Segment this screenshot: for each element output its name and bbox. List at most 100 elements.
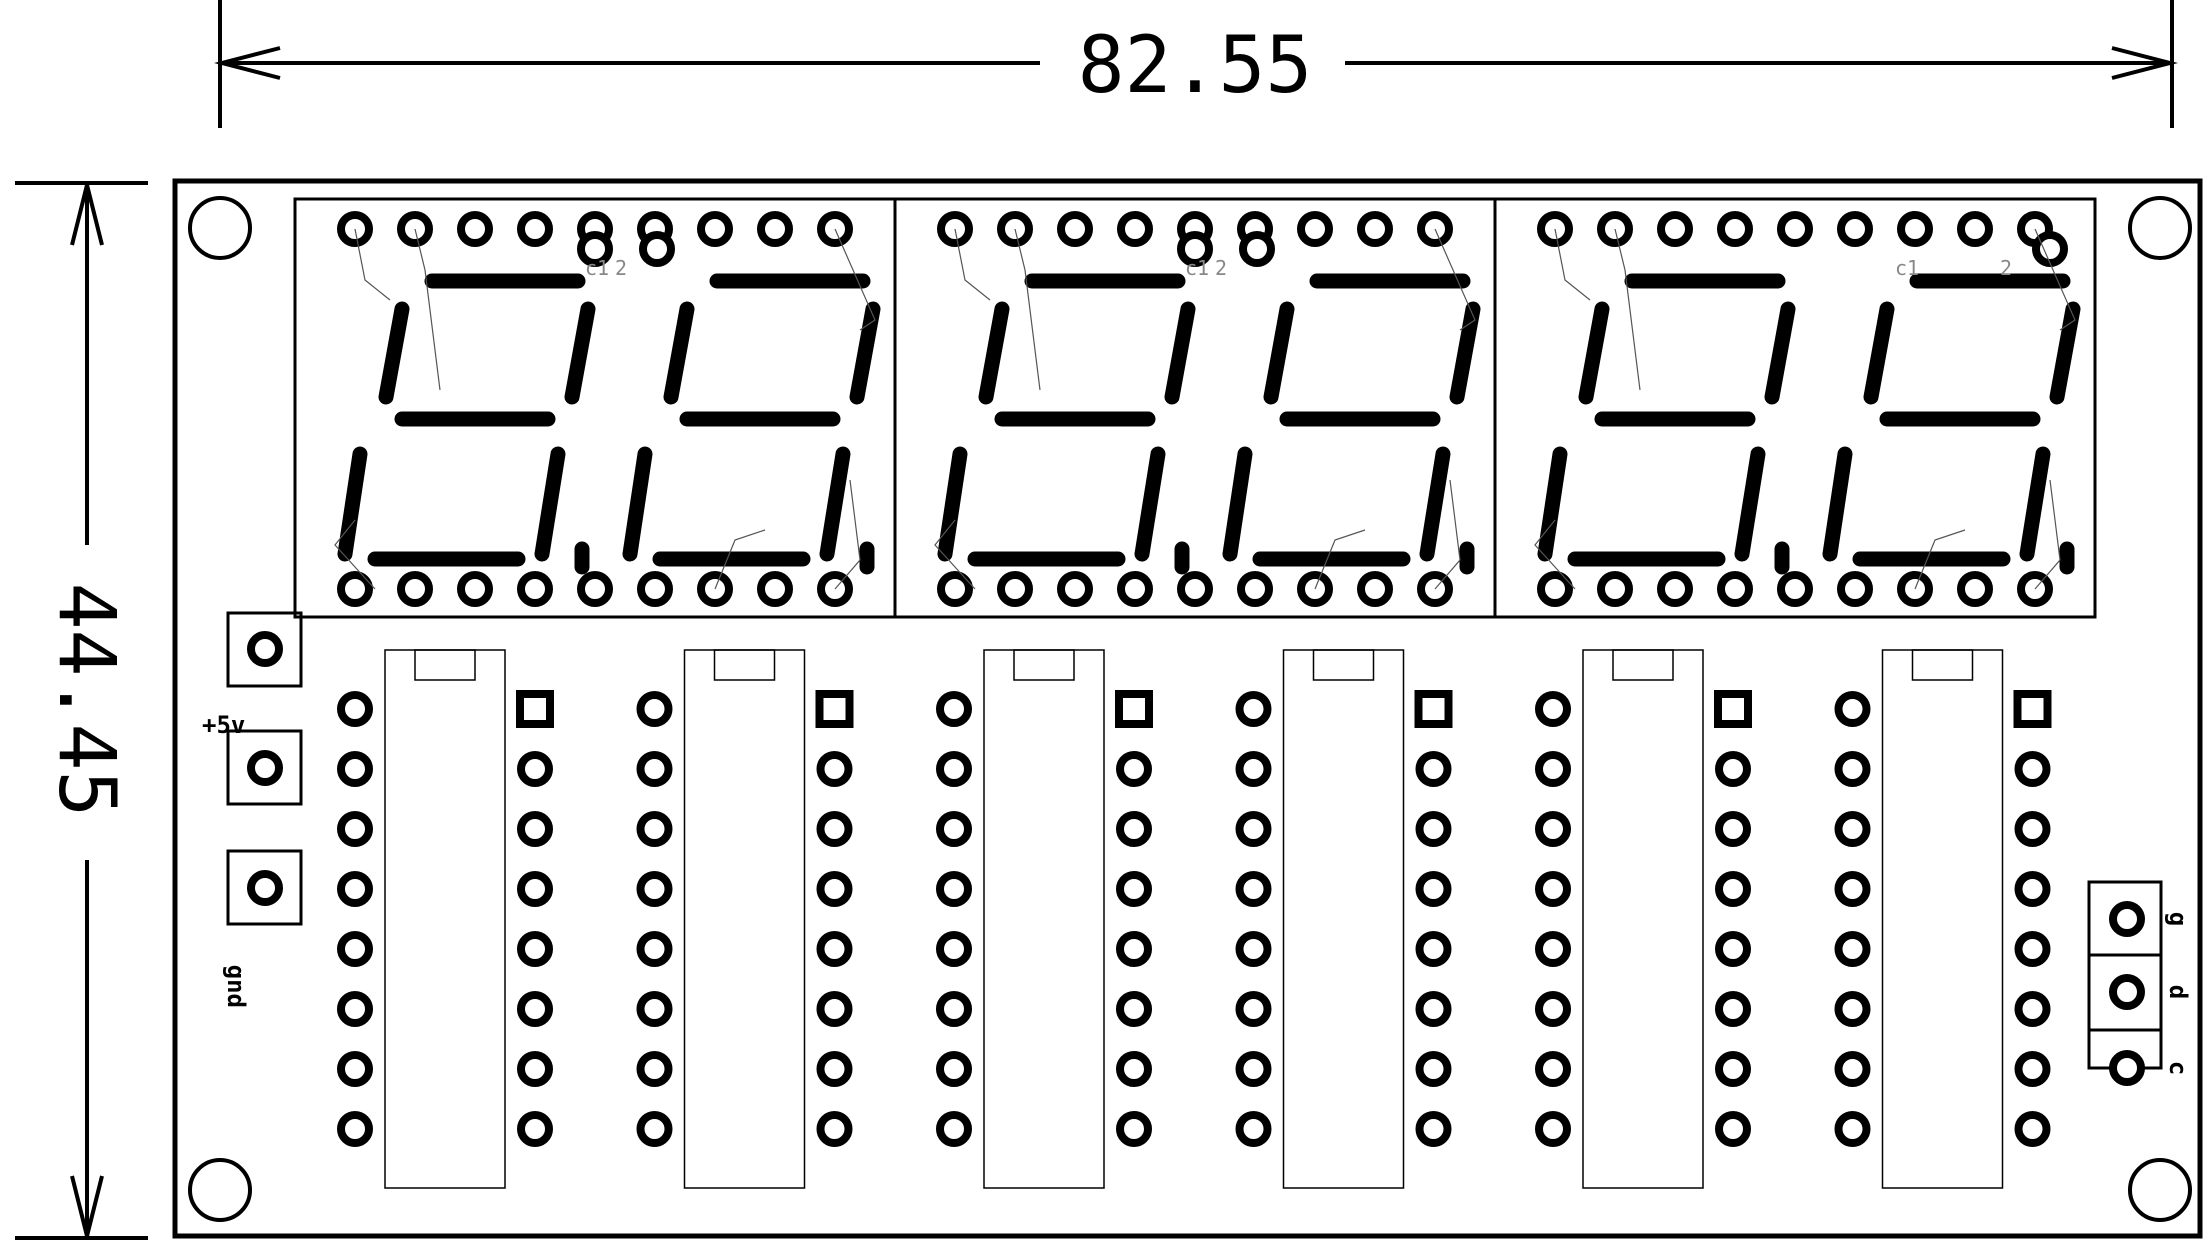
trace [714,529,766,590]
plus-5v-label: +5v [202,711,245,739]
segment [663,301,695,405]
trace [1434,228,1476,331]
height-dimension-label: 44.45 [41,583,131,818]
display-pin [757,211,793,247]
display-pin [397,571,433,607]
trace [1434,479,1461,590]
trace [934,519,976,590]
segment [819,446,851,562]
display-pin [637,571,673,607]
ic-pin [936,691,972,727]
segment [378,301,410,405]
ic-pin [337,811,373,847]
ic-pin [517,871,553,907]
ic-socket [636,649,854,1189]
ic-pin [816,931,853,967]
ic-pin [1235,811,1272,847]
display-pin [1357,571,1393,607]
ic-pin [337,691,373,727]
segment [1419,446,1451,562]
ic-pin [936,991,972,1027]
ic-pin [1116,751,1152,787]
display-pin [1057,571,1093,607]
ic-notch [1013,649,1075,681]
connector-label-g: g [2164,912,2192,926]
ic-pin [517,811,553,847]
ic-pin [1535,1051,1571,1087]
display-pin [1837,211,1873,247]
ic-notch [1312,649,1375,681]
mount-hole [188,1158,252,1222]
display-pin [577,231,613,267]
display-pin [337,571,373,607]
trace [954,228,991,301]
segment [1537,446,1568,562]
ic-pin [517,991,553,1027]
ic-pin-1 [2013,690,2052,728]
ic-pin [1116,871,1152,907]
ic-pin [936,871,972,907]
ic-pin [936,811,972,847]
ic-pin [1535,751,1571,787]
power-pad [247,870,283,906]
display-pin [997,571,1033,607]
ic-pin-1 [516,690,554,728]
ic-pin [816,871,853,907]
segment [2019,446,2051,562]
ic-pin [936,1051,972,1087]
segment [1764,301,1796,405]
ic-pin [816,811,853,847]
trace [334,519,376,590]
display-pin [937,571,973,607]
ic-pin [1715,931,1751,967]
gnd-label: gnd [222,965,250,1008]
height-dimension: 44.45 [15,181,148,1240]
segment [1863,301,1895,405]
display-pin [1297,211,1333,247]
ic-pin [2014,751,2051,787]
power-pad-box [226,849,303,926]
display-pin [1717,211,1753,247]
segment [622,446,653,562]
ic-pin [1235,991,1272,1027]
ic-pin [1535,871,1571,907]
ic-pin [337,1051,373,1087]
trace [1614,228,1641,391]
ic-pin [936,751,972,787]
display-outline [1493,197,2097,619]
ic-pin [636,931,673,967]
ic-pin [1415,871,1452,907]
ic-socket [1235,649,1453,1189]
ic-pin [1116,811,1152,847]
segment [1222,446,1253,562]
ic-pin [1834,991,1871,1027]
ic-sockets [337,649,2052,1189]
display-pin [1897,211,1933,247]
pin-mark-label: 2 [1215,256,1227,280]
power-pad-box [226,729,303,806]
ic-socket [337,649,554,1189]
ic-notch [1911,649,1974,681]
display-pin [517,211,553,247]
ic-pin [337,931,373,967]
ic-pin [1535,931,1571,967]
display-pin [1777,211,1813,247]
ic-pin [636,811,673,847]
ic-notch [713,649,776,681]
ic-pin-1 [815,690,854,728]
ic-pin [1235,931,1272,967]
ic-pin [2014,871,2051,907]
display-pin [1537,571,1573,607]
ic-pin [1834,1051,1871,1087]
ic-pin [1834,691,1871,727]
connector-label-d: d [2164,985,2192,999]
display-pin [577,571,613,607]
ic-pin [636,751,673,787]
display-pin [1357,211,1393,247]
pin-mark-label: c1 [1895,256,1919,280]
trace [414,228,441,391]
display-pin [457,211,493,247]
connector-pad [2109,901,2145,937]
mount-holes [188,196,2192,1222]
display-pin [1237,571,1273,607]
